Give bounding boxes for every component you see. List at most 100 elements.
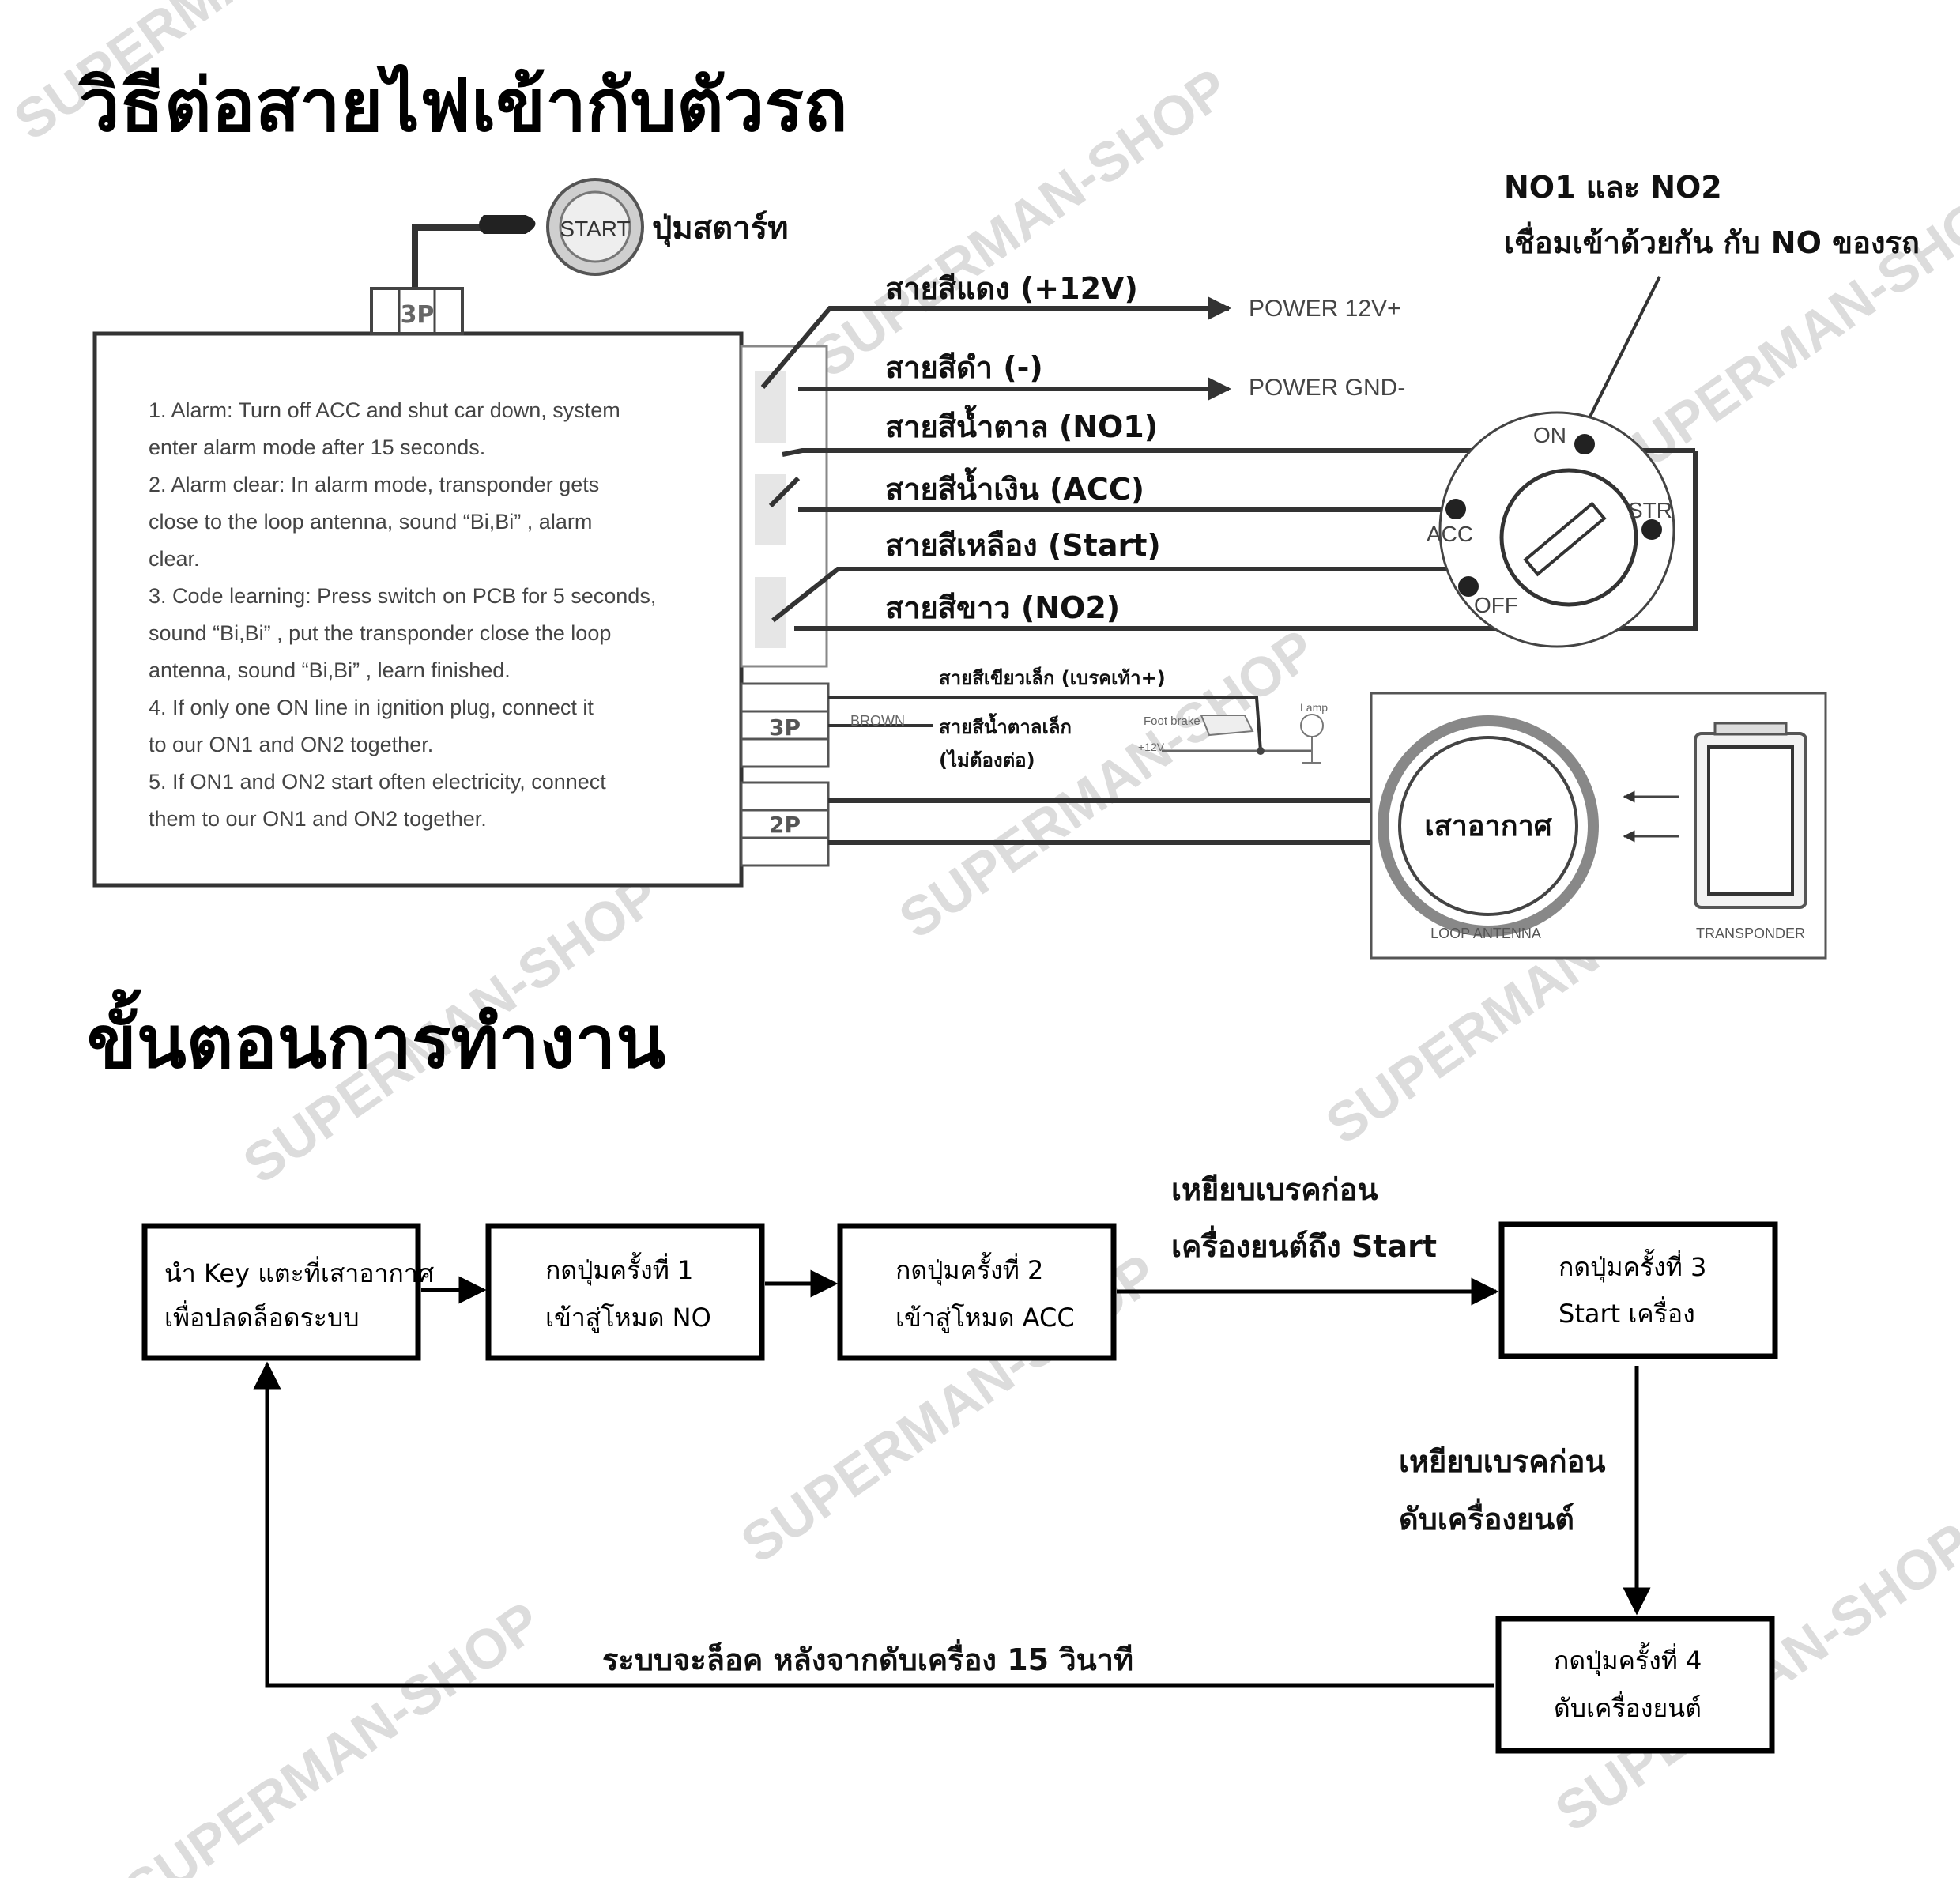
wire-label-green-small: สายสีเขียวเล็ก (เบรคเท้า+) [939,666,1166,689]
flow-box-press2-line1: กดปุ่มครั้งที่ 2 [895,1252,1043,1286]
key-slot-icon [1523,501,1607,577]
flow-box-press3 [1498,1221,1778,1359]
flow-box-press1-line2: เข้าสู่โหมด NO [545,1303,711,1333]
foot-brake-label: Foot brake [1144,715,1200,728]
plus12-label: +12V [1138,741,1165,753]
flow-box-unlock [141,1223,421,1361]
lamp-label: Lamp [1300,701,1328,714]
power-gnd-label: POWER GND- [1249,375,1405,401]
instructions: 1. Alarm: Turn off ACC and shut car down… [149,398,656,831]
instruction-line: close to the loop antenna, sound “Bi,Bi”… [149,510,592,534]
terminal-str [1642,519,1662,540]
flow-box-press3-line1: กดปุ่มครั้งที่ 3 [1559,1249,1706,1283]
connector-top [370,287,464,335]
module-box [92,331,744,888]
note-no-pointer [1585,276,1661,424]
watermark: SUPERMAN-SHOP [801,56,1239,389]
ignition-label-acc: ACC [1427,522,1473,546]
lamp-icon [1300,714,1324,737]
flow-box-unlock-line1: นำ Key แตะที่เสาอากาศ [164,1256,434,1288]
flow-box-press2 [837,1223,1117,1361]
instruction-line: 4. If only one ON line in ignition plug,… [149,696,594,719]
wire-label-red: สายสีแดง (+12V) [885,271,1138,306]
wire-label-white: สายสีขาว (NO2) [885,590,1120,625]
flow-box-press1-line1: กดปุ่มครั้งที่ 1 [545,1252,693,1286]
wire-label-brown: สายสีน้ำตาล (NO1) [885,405,1158,444]
instruction-line: antenna, sound “Bi,Bi” , learn finished. [149,658,511,682]
start-button-assembly: START ปุ่มสตาร์ท [412,178,788,288]
connector-bottom [740,781,830,867]
antenna-center-label: เสาอากาศ [1424,810,1552,843]
instruction-line: sound “Bi,Bi” , put the transponder clos… [149,621,611,645]
ignition-label-off: OFF [1474,593,1518,617]
wire-blue [768,476,801,508]
flow-box-press4-line2: ดับเครื่องยนต์ [1554,1691,1702,1723]
wire-green-small [828,696,1262,752]
main-connector-pin [755,371,786,443]
flow-box-press3-line2: Start เครื่อง [1559,1296,1695,1329]
loop-antenna-label: LOOP ANTENNA [1430,926,1541,941]
transponder-inner [1707,745,1794,896]
connector-bottom-label: 2P [769,812,801,838]
brake-node [1257,747,1265,755]
wire-labels: สายสีแดง (+12V) สายสีดำ (-) สายสีน้ำตาล … [885,271,1166,771]
brown-tag: BROWN [850,713,905,729]
flow-label-top-line2: เครื่องยนต์ถึง Start [1171,1225,1437,1264]
power-plus-label: POWER 12V+ [1249,296,1401,322]
flow-box-press2-line2: เข้าสู่โหมด ACC [895,1303,1075,1333]
ignition-switch: ON ACC STR OFF [1427,411,1675,648]
wire-label-black: สายสีดำ (-) [885,350,1043,385]
flow-label-bottom: ระบบจะล็อค หลังจากดับเครื่อง 15 วินาที [602,1639,1133,1677]
wire-label-yellow: สายสีเหลือง (Start) [885,528,1161,563]
flow-box-press4-line1: กดปุ่มครั้งที่ 4 [1554,1642,1702,1676]
terminal-acc [1446,499,1466,519]
instruction-line: 1. Alarm: Turn off ACC and shut car down… [149,398,620,422]
instruction-line: 3. Code learning: Press switch on PCB fo… [149,584,656,608]
start-button-face [559,190,631,263]
flow-box-press4 [1495,1616,1775,1754]
instruction-line: them to our ON1 and ON2 together. [149,807,487,831]
instruction-line: clear. [149,547,200,571]
loop-antenna-inner [1398,736,1578,916]
flow-box-press1 [485,1223,765,1361]
connector-top-label: 3P [401,301,435,329]
wire-label-brown-small-note: (ไม่ต้องต่อ) [939,749,1035,771]
flow-arrow-5 [253,1361,1494,1688]
flow-label-top-line1: เหยียบเบรคก่อน [1171,1172,1378,1207]
wire-brown [782,448,1695,457]
flow-label-right-line1: เหยียบเบรคก่อน [1399,1444,1605,1479]
flow-label-right-line2: ดับเครื่องยนต์ [1399,1498,1574,1537]
start-button-label: ปุ่มสตาร์ท [652,210,788,248]
wire-label-brown-small: สายสีน้ำตาลเล็ก [939,712,1072,738]
connector-mid-label: 3P [769,715,801,741]
process-title: ขั้นตอนการทำงาน [87,989,665,1084]
instruction-line: enter alarm mode after 15 seconds. [149,436,485,459]
start-button-wire [412,224,506,288]
instruction-line: to our ON1 and ON2 together. [149,733,433,756]
wire-label-blue: สายสีน้ำเงิน (ACC) [885,467,1144,507]
transponder-label: TRANSPONDER [1696,926,1805,941]
note-no-line1: NO1 และ NO2 [1504,170,1722,205]
pointing-hand-icon [479,215,536,234]
wire-white [794,451,1698,631]
terminal-off [1458,576,1479,597]
flowchart: นำ Key แตะที่เสาอากาศ เพื่อปลดล็อดระบบ ก… [141,1172,1778,1754]
transponder-cap [1713,722,1788,736]
ignition-label-str: STR [1628,498,1672,522]
instruction-line: 2. Alarm clear: In alarm mode, transpond… [149,473,599,496]
note-no-line2: เชื่อมเข้าด้วยกัน กับ NO ของรถ [1504,221,1920,260]
antenna-panel: เสาอากาศ LOOP ANTENNA TRANSPONDER [1370,692,1827,960]
foot-brake-pedal-icon [1200,715,1254,737]
brake-assembly: Foot brake +12V Lamp [1138,701,1328,764]
watermark: SUPERMAN-SHOP [114,1590,552,1878]
start-button-text: START [560,217,630,241]
flow-box-unlock-line2: เพื่อปลดล็อดระบบ [164,1300,360,1333]
module: 3P 1. Alarm: Turn off ACC and shut car d… [92,287,830,888]
instruction-line: 5. If ON1 and ON2 start often electricit… [149,770,606,794]
ignition-label-on: ON [1533,423,1566,447]
wiring-title: วิธีต่อสายไฟเข้ากับตัวรถ [78,63,848,148]
wire-red [760,296,1231,389]
terminal-on [1574,434,1595,454]
